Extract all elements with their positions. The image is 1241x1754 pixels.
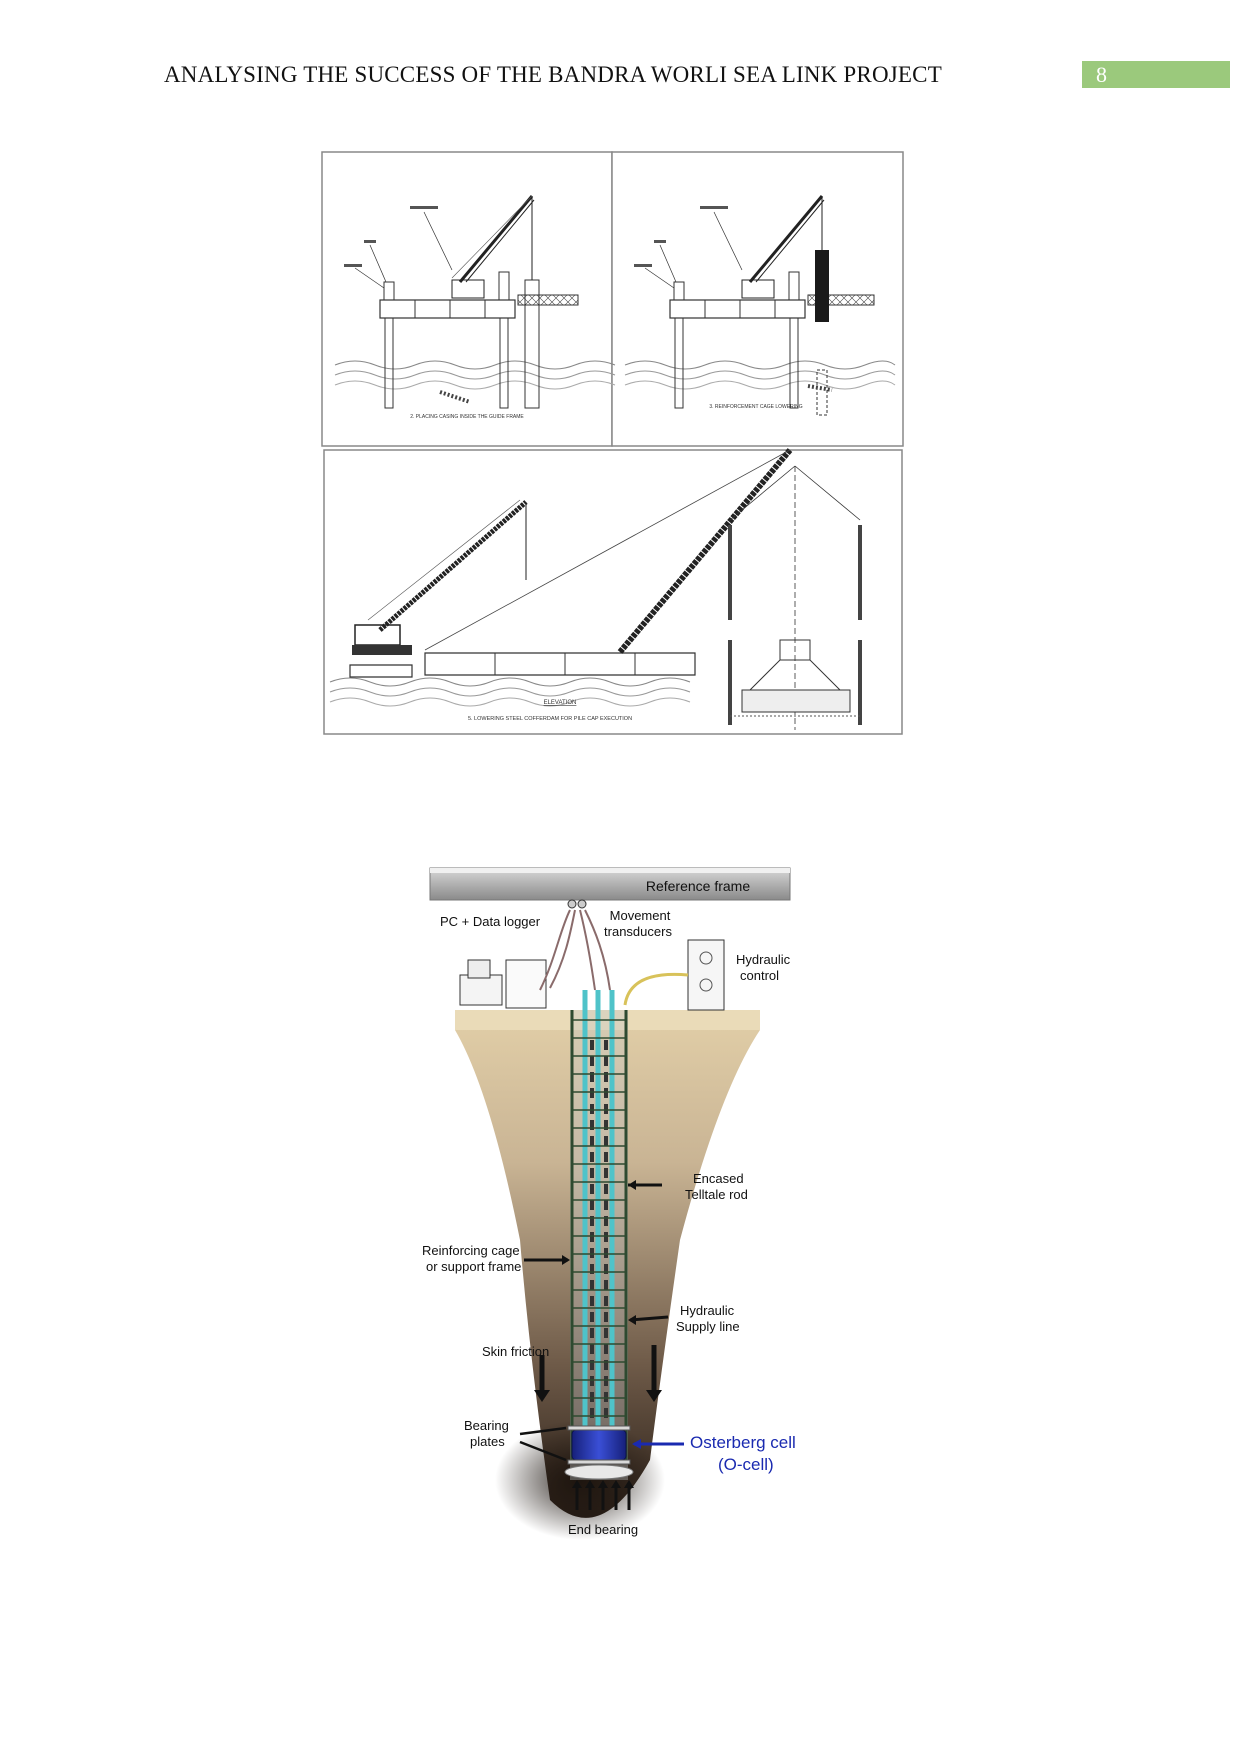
hydraulic-supply-label-1: Hydraulic	[680, 1303, 735, 1318]
panel-top-right-caption: 3. REINFORCEMENT CAGE LOWERING	[709, 404, 802, 410]
panel-bottom-elevation-label: ELEVATION	[544, 700, 577, 706]
pc-logger-label: PC + Data logger	[440, 914, 541, 929]
reinforcing-cage	[572, 1019, 626, 1417]
end-bearing-label: End bearing	[568, 1522, 638, 1537]
pile-construction-drawing: 2. PLACING CASING INSIDE THE GUIDE FRAME	[321, 151, 904, 735]
guide-frame-crane-drawing	[334, 195, 616, 409]
cage-lowering-crane-drawing	[624, 195, 896, 416]
reference-frame-label: Reference frame	[646, 878, 750, 894]
encased-telltale-label-1: Encased	[693, 1171, 744, 1186]
panel-bottom-caption: 5. LOWERING STEEL COFFERDAM FOR PILE CAP…	[468, 716, 632, 722]
data-logger-box	[459, 974, 503, 1006]
osterberg-cell	[571, 1429, 627, 1461]
pile-shaft	[570, 990, 628, 1480]
panel-top-left-caption: 2. PLACING CASING INSIDE THE GUIDE FRAME	[410, 414, 524, 420]
hydraulic-control-label-1: Hydraulic	[736, 952, 791, 967]
pc-box	[505, 959, 547, 1009]
supply-line-arrow	[629, 1315, 669, 1322]
cofferdam-lowering-drawing	[329, 448, 862, 730]
hydraulic-supply-label-2: Supply line	[676, 1319, 740, 1334]
skin-friction-label: Skin friction	[482, 1344, 549, 1359]
encased-telltale-label-2: Telltale rod	[685, 1187, 748, 1202]
osterberg-cell-label-1: Osterberg cell	[690, 1433, 796, 1452]
soil-profile	[455, 1010, 760, 1518]
bearing-plates-label-2: plates	[470, 1434, 505, 1449]
panel-bottom	[323, 449, 903, 735]
osterberg-cell-label-2: (O-cell)	[718, 1455, 774, 1474]
hydraulic-control-label-2: control	[740, 968, 779, 983]
movement-transducers-label-2: transducers	[604, 924, 672, 939]
pile-construction-figure: 2. PLACING CASING INSIDE THE GUIDE FRAME	[320, 150, 906, 738]
bearing-plates-label-1: Bearing	[464, 1418, 509, 1433]
reinforcing-cage-label-2: or support frame	[426, 1259, 521, 1274]
reinforcing-cage-label-1: Reinforcing cage	[422, 1243, 520, 1258]
page-header-title: ANALYSING THE SUCCESS OF THE BANDRA WORL…	[164, 62, 942, 87]
o-cell-test-drawing: Reference frame PC + Data logger Hydraul…	[422, 867, 796, 1540]
osterberg-cell-diagram: Reference frame PC + Data logger Hydraul…	[420, 860, 820, 1550]
page-number: 8	[1082, 61, 1230, 88]
hydraulic-control-unit	[687, 939, 725, 1011]
movement-transducers-label-1: Movement	[610, 908, 671, 923]
end-bearing-arrows	[572, 1480, 634, 1510]
